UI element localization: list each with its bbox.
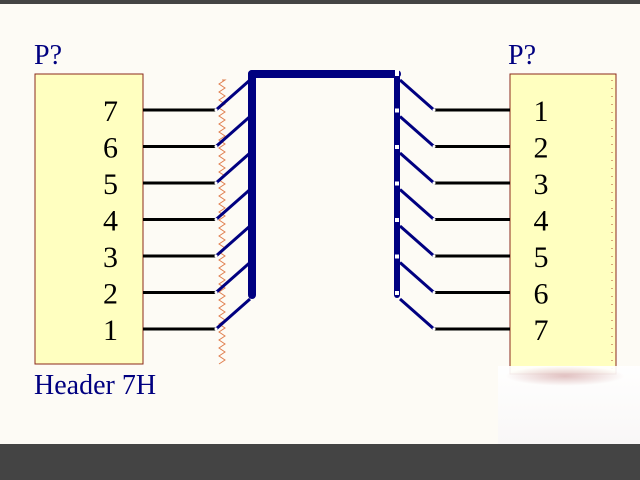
faded-overlay-region [498, 366, 640, 452]
right-bus-entry[interactable] [399, 115, 435, 148]
right-wire-junction [432, 145, 436, 148]
left-header-designator[interactable]: P? [34, 40, 62, 71]
right-wire-junction [432, 218, 436, 221]
right-wire-group [395, 70, 510, 331]
left-wire-junction [214, 181, 218, 185]
right-wire-junction [432, 327, 436, 331]
left-bus-entry[interactable] [215, 151, 251, 185]
right-bus-entry[interactable] [399, 188, 435, 221]
right-bus-junction [395, 181, 399, 186]
right-pin-number: 2 [534, 132, 549, 165]
left-wire-junction [214, 327, 218, 331]
bus-group[interactable] [248, 70, 401, 299]
right-wire-junction [432, 291, 436, 294]
right-wire-junction [432, 181, 436, 185]
right-header-body[interactable] [509, 73, 617, 375]
left-bus-entry[interactable] [215, 297, 251, 331]
left-sheet-edge-marker [218, 79, 227, 365]
right-bus-junction [395, 218, 399, 222]
left-header-body[interactable] [34, 73, 144, 365]
left-bus-entry[interactable] [215, 78, 251, 112]
right-wire-junction [432, 254, 436, 258]
left-pin-number: 6 [103, 132, 118, 165]
right-pin-numbers: 1 23 45 67 [534, 95, 549, 347]
right-pin-number: 3 [534, 168, 549, 201]
right-wire-junction [432, 108, 436, 112]
left-bus-entry[interactable] [215, 115, 251, 148]
left-wire-junction [214, 218, 218, 221]
right-pin-number: 1 [534, 95, 549, 128]
right-bus-entry[interactable] [399, 297, 435, 331]
window-bottom-bar [0, 444, 640, 480]
right-header-designator[interactable]: P? [508, 40, 536, 71]
left-bus-entry[interactable] [215, 261, 251, 294]
left-wire-junction [214, 108, 218, 112]
right-bus-junction [395, 254, 399, 259]
faded-overlay-tint [505, 366, 625, 386]
right-bus-junction [395, 291, 399, 295]
left-pin-number: 5 [103, 168, 118, 201]
left-wire-junction [214, 254, 218, 258]
left-pin-number: 3 [103, 241, 118, 274]
left-pin-number: 4 [103, 205, 118, 238]
left-header-comment[interactable]: Header 7H [34, 370, 156, 401]
left-bus-entry[interactable] [215, 188, 251, 221]
right-pin-number: 7 [534, 314, 549, 347]
right-bus-junction [395, 108, 399, 113]
left-wire-group [143, 78, 251, 331]
right-pin-number: 5 [534, 241, 549, 274]
right-pin-number: 6 [534, 278, 549, 311]
right-bus-entry[interactable] [399, 151, 435, 185]
left-bus-entry[interactable] [215, 224, 251, 258]
left-pin-number: 2 [103, 278, 118, 311]
right-bus-corner-junction [395, 70, 399, 74]
window-top-border [0, 0, 640, 4]
right-pin-number: 4 [534, 205, 549, 238]
right-bus-entry[interactable] [399, 224, 435, 258]
right-bus-entry[interactable] [399, 78, 435, 112]
left-pin-number: 7 [103, 95, 118, 128]
right-bus-entry[interactable] [399, 261, 435, 294]
left-pin-number: 1 [103, 314, 118, 347]
left-wire-junction [214, 291, 218, 294]
right-bus-junction [395, 145, 399, 149]
left-pin-numbers: 7 65 43 21 [103, 95, 118, 347]
left-wire-junction [214, 145, 218, 148]
